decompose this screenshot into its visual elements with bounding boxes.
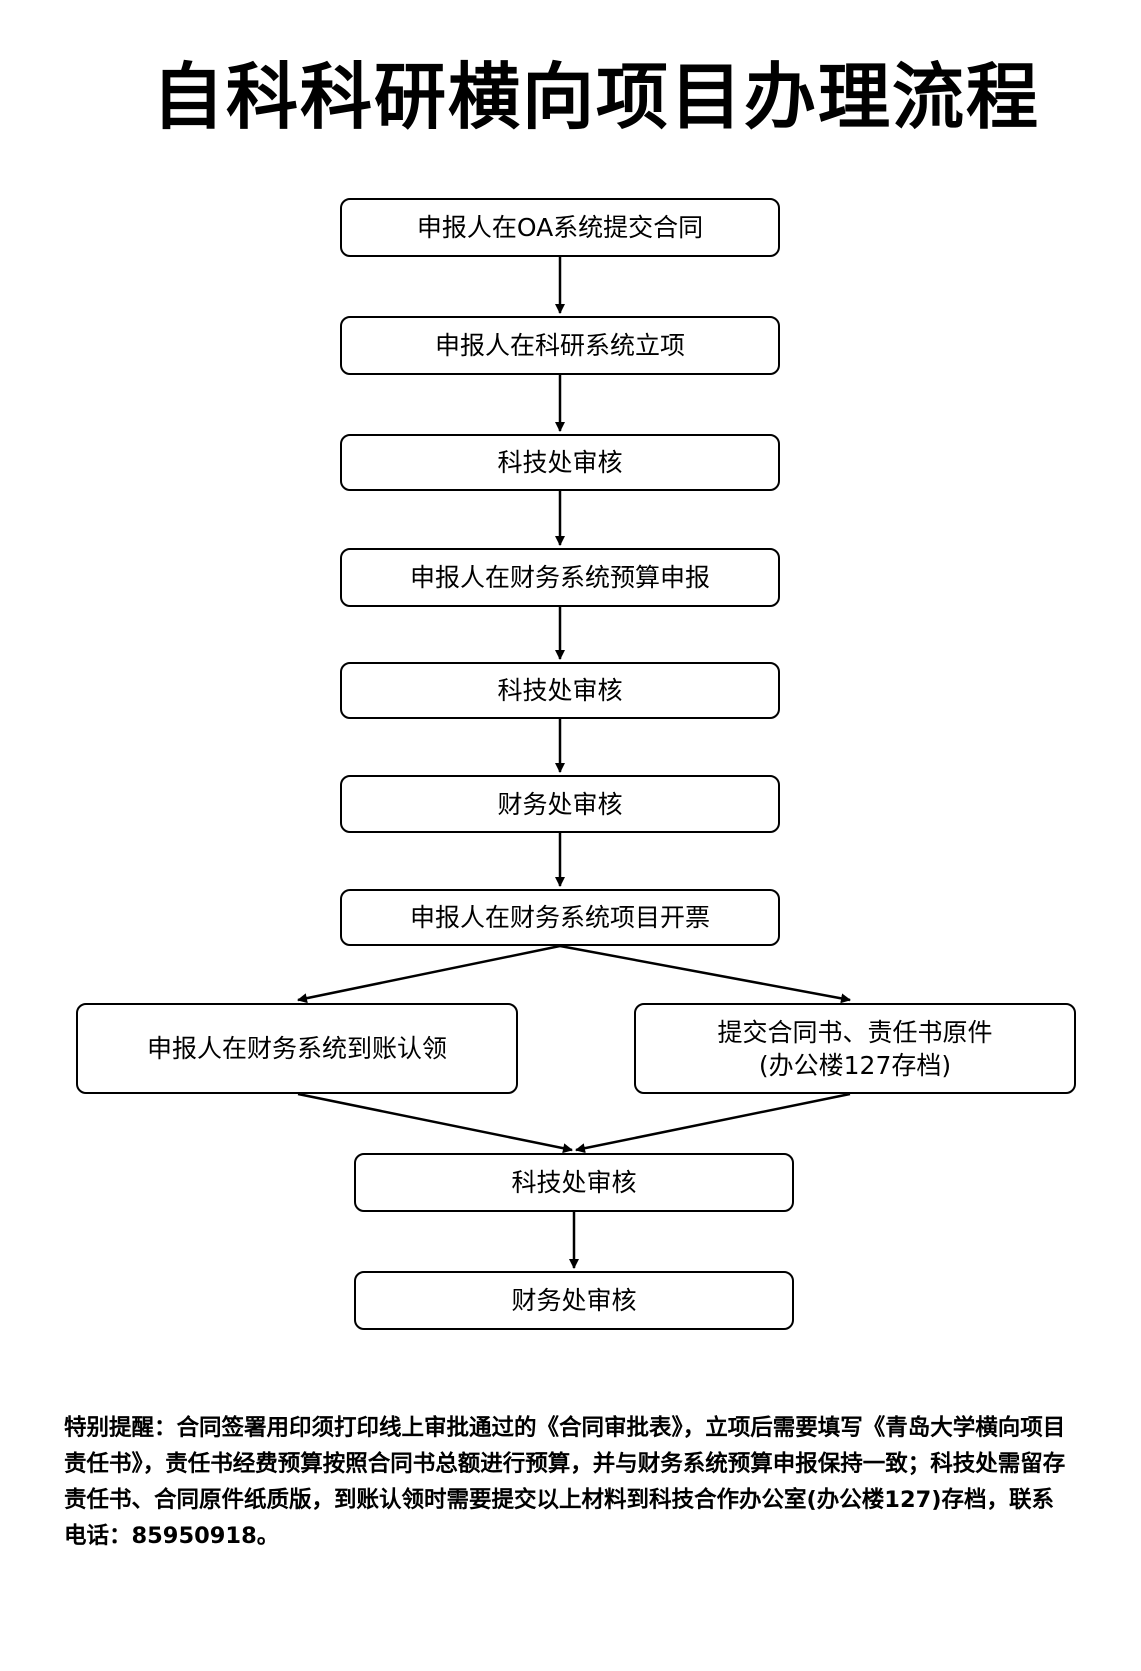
arrow-6-7 [297, 944, 561, 1004]
arrow-8-9 [575, 1092, 851, 1154]
step-budget-declaration: 申报人在财务系统预算申报 [340, 548, 780, 607]
step-issue-invoice: 申报人在财务系统项目开票 [340, 889, 780, 946]
step-label: 提交合同书、责任书原件 [717, 1017, 993, 1047]
arrow-7-9 [297, 1092, 573, 1154]
step-claim-payment: 申报人在财务系统到账认领 [76, 1003, 518, 1094]
step-label: 申报人在财务系统预算申报 [409, 563, 710, 592]
step-tech-office-review-2: 科技处审核 [340, 662, 780, 719]
step-tech-office-review-3: 科技处审核 [354, 1153, 794, 1212]
special-reminder-note: 特别提醒：合同签署用印须打印线上审批通过的《合同审批表》，立项后需要填写《青岛大… [64, 1415, 1066, 1549]
step-register-project: 申报人在科研系统立项 [340, 316, 780, 375]
step-label: 财务处审核 [511, 1286, 637, 1315]
page-title: 自科科研横向项目办理流程 [152, 54, 1041, 139]
step-label-secondary: (办公楼127存档) [758, 1050, 952, 1080]
step-submit-originals: 提交合同书、责任书原件 (办公楼127存档) [634, 1003, 1076, 1094]
step-label: 申报人在科研系统立项 [434, 331, 685, 360]
arrow-6-8 [559, 944, 851, 1004]
step-finance-office-review-1: 财务处审核 [340, 775, 780, 833]
step-tech-office-review-1: 科技处审核 [340, 434, 780, 491]
step-submit-contract-oa: 申报人在OA系统提交合同 [340, 198, 780, 257]
step-label: 科技处审核 [497, 676, 623, 705]
step-label: 申报人在财务系统到账认领 [146, 1034, 447, 1063]
step-label: 申报人在财务系统项目开票 [409, 903, 710, 932]
step-label: 申报人在OA系统提交合同 [416, 213, 704, 242]
step-finance-office-review-2: 财务处审核 [354, 1271, 794, 1330]
step-label: 科技处审核 [497, 448, 623, 477]
step-label: 科技处审核 [511, 1168, 637, 1197]
step-label: 财务处审核 [497, 789, 623, 819]
